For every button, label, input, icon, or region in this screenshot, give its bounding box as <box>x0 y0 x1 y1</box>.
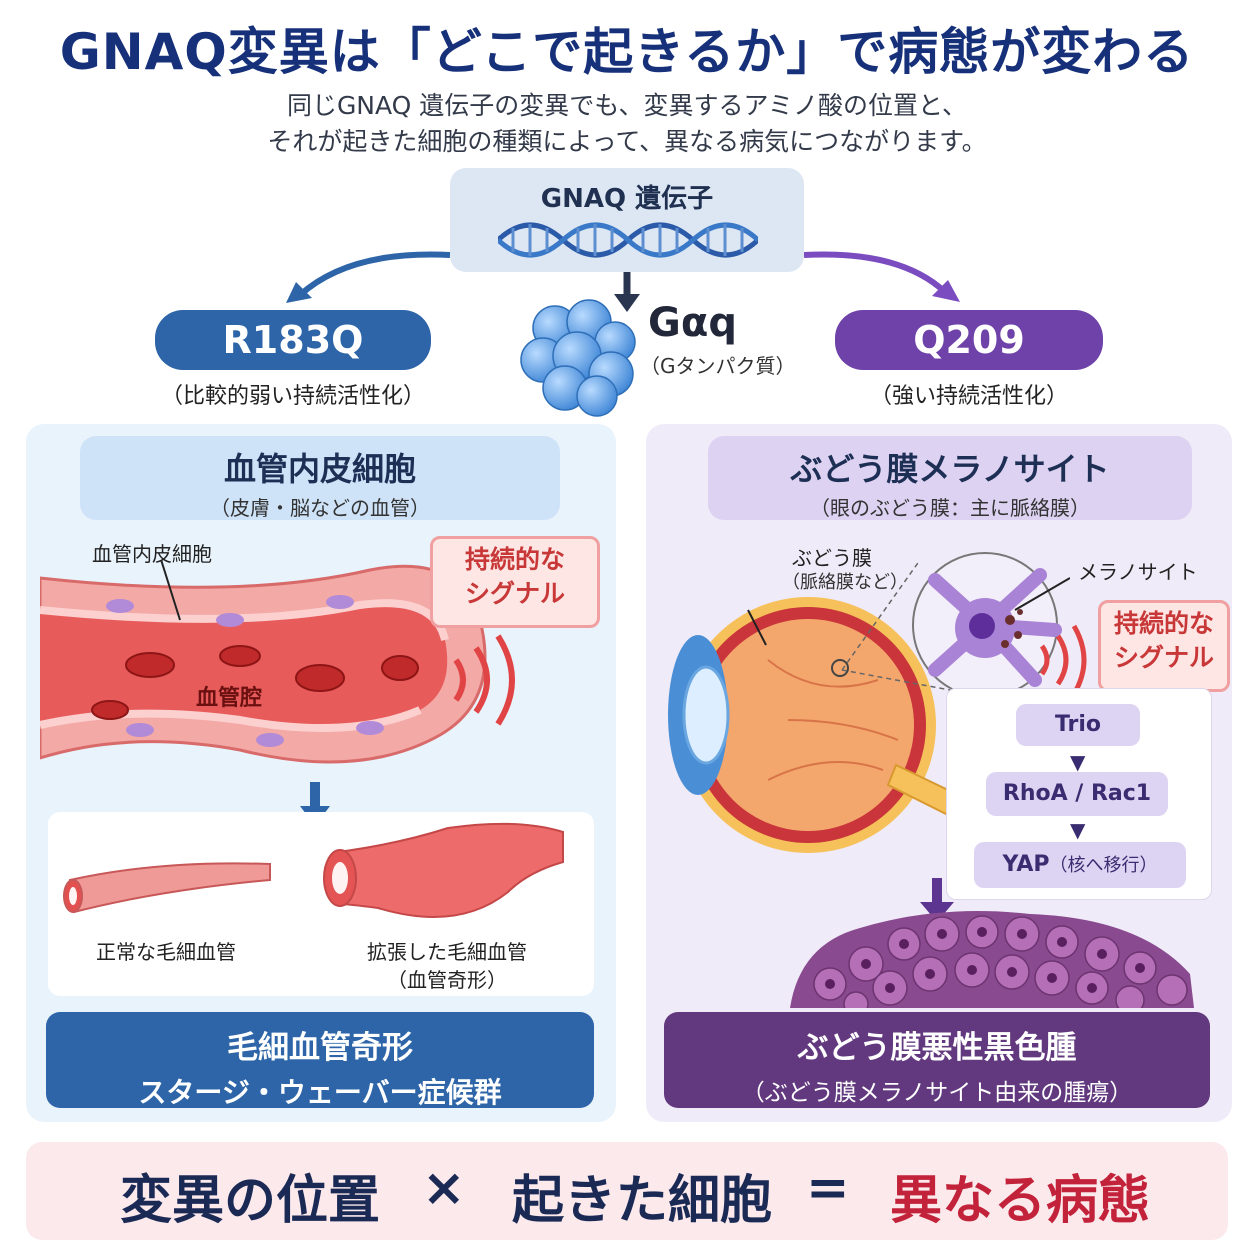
protein-icon <box>520 299 636 417</box>
right-result-line2: （ぶどう膜メラノサイト由来の腫瘍） <box>741 1080 1133 1106</box>
equation-equals: = <box>806 1158 850 1218</box>
right-result-box: ぶどう膜悪性黒色腫 （ぶどう膜メラノサイト由来の腫瘍） <box>664 1012 1210 1108</box>
label-endothelial: 血管内皮細胞 <box>92 542 212 566</box>
mutation-q209-desc: （強い持続活性化） <box>869 384 1068 409</box>
blood-vessel-illustration <box>40 560 487 764</box>
label-uvea-sub: （脈絡膜など） <box>782 572 908 593</box>
pathway-arrow-2-icon: ▼ <box>1070 818 1086 842</box>
left-signal-box: 持続的な シグナル <box>430 536 600 628</box>
eye-illustration <box>668 597 948 853</box>
left-cell-title: 血管内皮細胞 <box>223 450 416 488</box>
tumor-cells-illustration <box>790 911 1194 1008</box>
equation-bar <box>26 1142 1228 1240</box>
left-cell-header: 血管内皮細胞 （皮膚・脳などの血管） <box>80 436 560 520</box>
left-result-box: 毛細血管奇形 スタージ・ウェーバー症候群 <box>46 1012 594 1109</box>
normal-capillary-illustration <box>63 862 271 914</box>
label-melanocyte: メラノサイト <box>1078 560 1198 584</box>
label-normal-capillary: 正常な毛細血管 <box>96 940 236 964</box>
right-cell-title: ぶどう膜メラノサイト <box>790 450 1110 488</box>
dna-icon <box>498 222 758 258</box>
right-down-arrow-icon <box>920 878 954 922</box>
left-signal-line2: シグナル <box>464 579 565 608</box>
label-uvea: ぶどう膜 <box>792 546 872 570</box>
right-signal-line1: 持続的な <box>1113 609 1214 638</box>
melanocyte-zoom-illustration <box>841 552 1070 698</box>
equation-multiply: × <box>422 1158 466 1218</box>
signal-waves-icon <box>453 634 515 726</box>
connector-arrows <box>286 251 960 312</box>
equation-result: 異なる病態 <box>890 1171 1151 1231</box>
right-signal-box: 持続的な シグナル <box>1098 600 1230 692</box>
equation-term-cell: 起きた細胞 <box>512 1171 773 1231</box>
left-result-line2: スタージ・ウェーバー症候群 <box>138 1076 502 1109</box>
right-result-line1: ぶどう膜悪性黒色腫 <box>797 1030 1077 1066</box>
mutation-q209-pill: Q209 <box>835 310 1103 370</box>
signal-waves-icon-right <box>1039 624 1087 696</box>
label-lumen: 血管腔 <box>196 686 263 711</box>
label-dilated-sub: （血管奇形） <box>387 968 507 992</box>
equation-term-position: 変異の位置 <box>120 1171 381 1231</box>
pathway-trio: Trio <box>1016 704 1140 746</box>
protein-name: Gαq <box>648 300 737 346</box>
subtitle-line-2: それが起きた細胞の種類によって、異なる病気につながります。 <box>267 127 987 156</box>
pathway-rhoa-rac1: RhoA / Rac1 <box>986 772 1168 816</box>
gene-box: GNAQ 遺伝子 <box>450 168 804 272</box>
pathway-yap-label: YAP <box>1002 852 1050 877</box>
right-cell-header: ぶどう膜メラノサイト （眼のぶどう膜：主に脈絡膜） <box>708 436 1192 520</box>
dilated-capillary-illustration <box>323 822 564 918</box>
page-title: GNAQ変異は「どこで起きるか」で病態が変わる <box>59 23 1195 81</box>
right-signal-line2: シグナル <box>1113 643 1214 672</box>
pathway-yap: YAP（核へ移行） <box>974 842 1186 888</box>
gene-label: GNAQ 遺伝子 <box>540 184 714 214</box>
label-dilated-capillary: 拡張した毛細血管 <box>367 940 527 964</box>
pathway-yap-sub: （核へ移行） <box>1049 855 1158 876</box>
protein-sub: （Gタンパク質） <box>640 354 796 378</box>
left-cell-sub: （皮膚・脳などの血管） <box>210 496 430 520</box>
pathway-arrow-1-icon: ▼ <box>1070 750 1086 774</box>
left-signal-line1: 持続的な <box>464 545 565 574</box>
left-result-line1: 毛細血管奇形 <box>227 1030 413 1066</box>
mutation-r183q-pill: R183Q <box>155 310 431 370</box>
subtitle-line-1: 同じGNAQ 遺伝子の変異でも、変異するアミノ酸の位置と、 <box>286 91 968 120</box>
right-cell-sub: （眼のぶどう膜：主に脈絡膜） <box>810 496 1090 520</box>
mutation-r183q-desc: （比較的弱い持続活性化） <box>160 384 425 409</box>
